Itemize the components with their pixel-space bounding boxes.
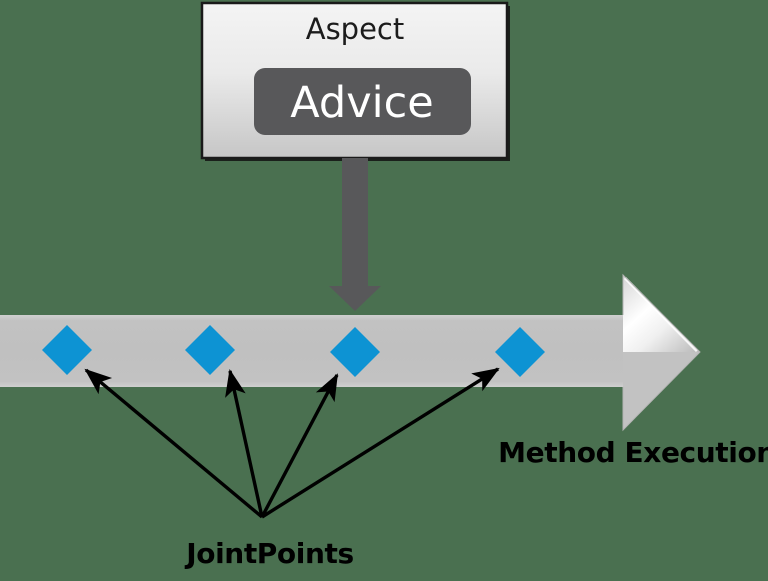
pointer-line-3 (260, 373, 339, 518)
advice-to-joinpoint-arrow (329, 158, 381, 311)
advice-arrow-head (329, 286, 381, 311)
aspect-title: Aspect (306, 12, 405, 46)
joinpoint-marker-3[interactable] (330, 327, 380, 377)
joinpoint-marker-2[interactable] (185, 325, 235, 375)
advice-arrow-shaft (342, 158, 368, 290)
advice-button[interactable] (254, 68, 471, 135)
method-execution-label: Method Execution (498, 436, 768, 469)
pointer-line-1 (84, 368, 264, 519)
joinpoints-label: JointPoints (184, 537, 354, 570)
joinpoint-marker-4[interactable] (495, 327, 545, 377)
execution-arrowhead-highlight (623, 276, 699, 353)
aspect-box[interactable]: Aspect Advice (200, 1, 510, 161)
joinpoint-pointer-lines (84, 367, 500, 519)
joinpoint-markers (42, 325, 545, 377)
pointer-line-4 (261, 367, 500, 519)
pointer-line-2 (225, 369, 264, 518)
joinpoint-marker-1[interactable] (42, 325, 92, 375)
advice-button-label: Advice (290, 78, 433, 128)
execution-arrowhead-outline (622, 273, 701, 432)
